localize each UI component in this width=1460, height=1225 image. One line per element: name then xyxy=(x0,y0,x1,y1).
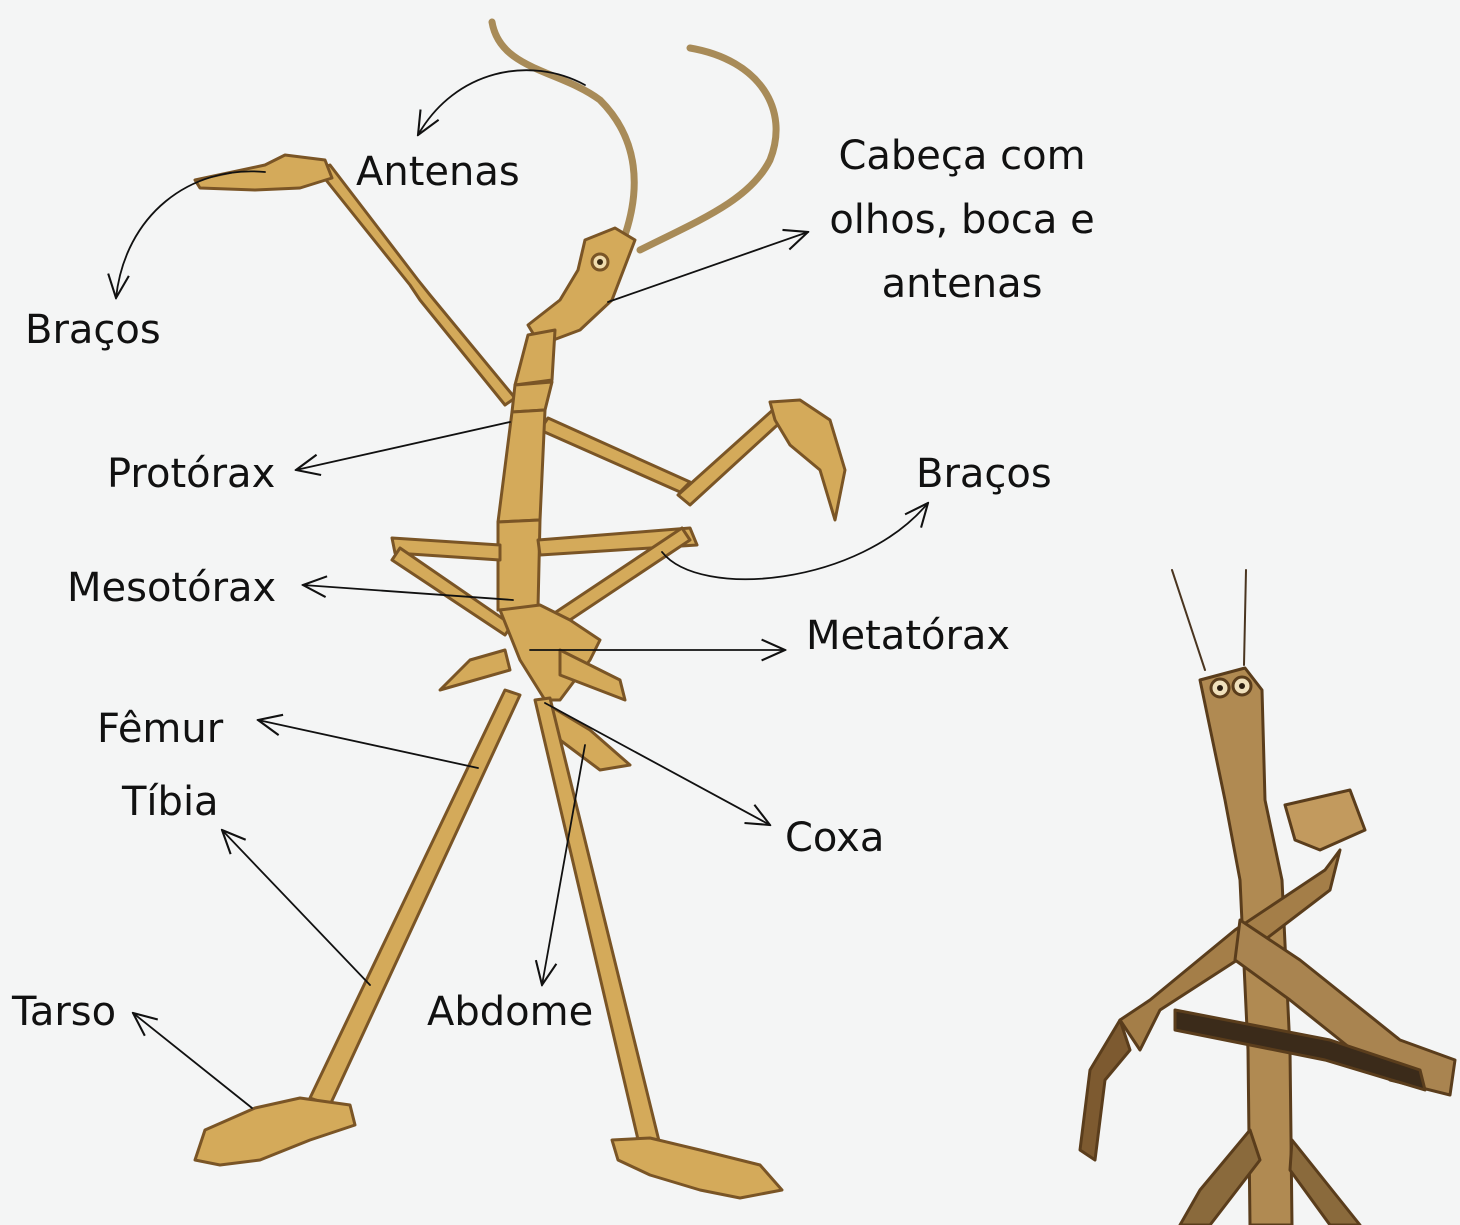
arrow-protorax xyxy=(296,422,510,470)
label-mesotorax: Mesotórax xyxy=(67,556,276,620)
arrow-tibia xyxy=(222,830,370,985)
arrow-coxa xyxy=(545,703,770,825)
arrow-mesotorax xyxy=(303,585,513,600)
arrow-bracos-right xyxy=(662,503,928,579)
left-leg xyxy=(195,690,520,1165)
right-leg xyxy=(535,698,782,1198)
stick-insect-closeup-illustration xyxy=(1080,570,1455,1225)
arrow-tarso xyxy=(133,1013,252,1108)
right-arm xyxy=(540,400,845,520)
label-coxa: Coxa xyxy=(785,806,884,870)
label-tarso: Tarso xyxy=(12,980,116,1044)
arrow-cabeca xyxy=(608,232,808,302)
antennae xyxy=(492,22,776,250)
abdomen xyxy=(440,605,630,770)
thorax xyxy=(498,330,555,610)
label-bracos-right: Braços xyxy=(916,442,1052,506)
label-femur: Fêmur xyxy=(97,697,223,761)
label-abdome: Abdome xyxy=(427,980,593,1044)
label-cabeca: Cabeça com olhos, boca e antenas xyxy=(812,124,1112,316)
label-bracos-left: Braços xyxy=(25,298,161,362)
label-antenas: Antenas xyxy=(356,140,520,204)
label-protorax: Protórax xyxy=(107,442,275,506)
label-tibia: Tíbia xyxy=(122,770,219,834)
arrow-femur xyxy=(258,720,478,768)
label-metatorax: Metatórax xyxy=(806,604,1010,668)
head xyxy=(528,228,635,345)
